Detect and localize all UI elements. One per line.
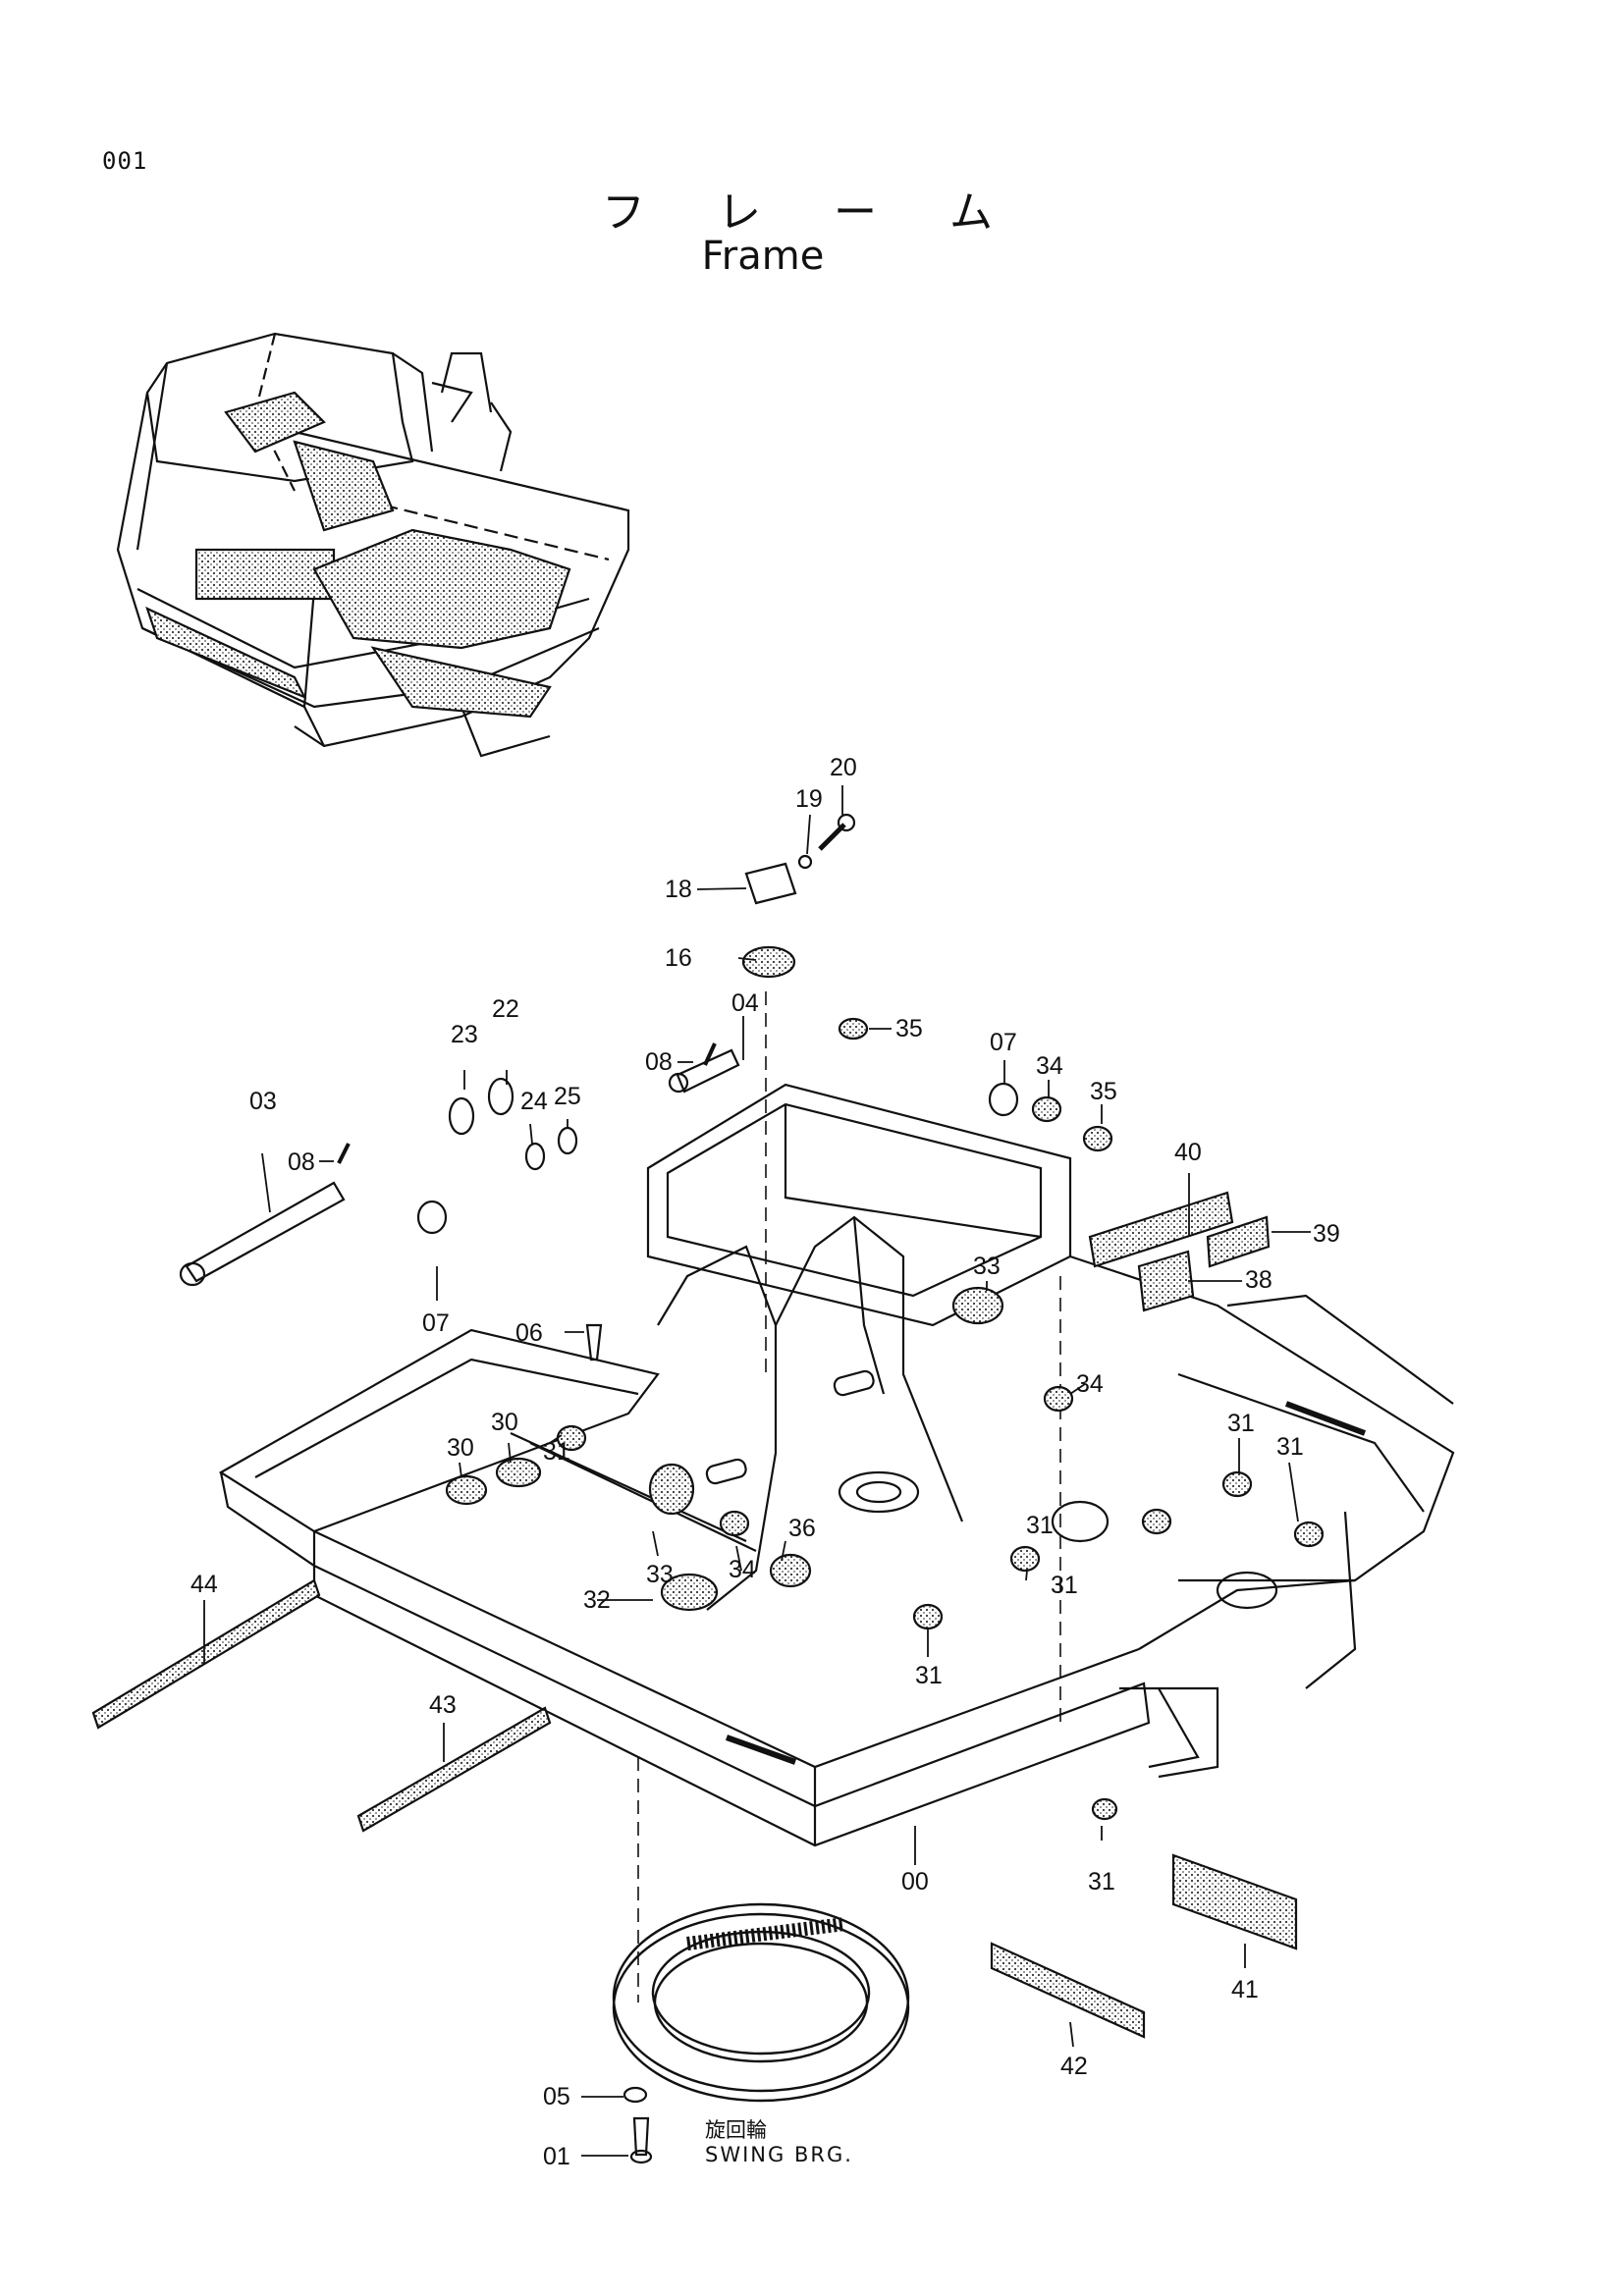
page-title-english: Frame <box>701 234 825 279</box>
callout-42: 42 <box>1060 2053 1088 2080</box>
callout-38: 38 <box>1245 1266 1272 1294</box>
swing-bearing-label-japanese: 旋回輪 <box>705 2118 767 2142</box>
callout-31-bottom: 31 <box>915 1662 943 1689</box>
callout-35-right: 35 <box>1090 1078 1117 1105</box>
callout-33-upper: 33 <box>973 1253 1001 1280</box>
swing-bearing-label-english: SWING BRG. <box>705 2143 853 2166</box>
callout-44: 44 <box>190 1571 218 1598</box>
callout-07-left: 07 <box>422 1309 450 1337</box>
callout-05: 05 <box>543 2083 570 2110</box>
callout-22: 22 <box>492 995 519 1023</box>
callout-23: 23 <box>451 1021 478 1048</box>
upper-frame-assembly <box>218 1083 1455 1847</box>
callout-31-right: 31 <box>1276 1433 1304 1461</box>
excavator-overview-illustration <box>116 332 630 758</box>
callout-34-mid: 34 <box>1076 1370 1104 1398</box>
callout-18: 18 <box>665 876 692 903</box>
callout-31-lower: 31 <box>1051 1572 1078 1599</box>
callout-07-right: 07 <box>990 1029 1017 1056</box>
callout-34-top: 34 <box>1036 1052 1063 1080</box>
swing-bearing <box>612 1902 910 2103</box>
callout-06: 06 <box>515 1319 543 1347</box>
callout-31-base: 31 <box>1088 1868 1115 1896</box>
callout-01: 01 <box>543 2143 570 2170</box>
callout-32: 32 <box>583 1586 611 1614</box>
callout-40: 40 <box>1174 1139 1202 1166</box>
callout-31-rear: 31 <box>1227 1410 1255 1437</box>
callout-03: 03 <box>249 1088 277 1115</box>
loose-parts <box>91 813 1325 2164</box>
callout-30-right: 30 <box>491 1409 518 1436</box>
callout-leader-lines <box>203 785 1311 2157</box>
callout-35-top: 35 <box>895 1015 923 1042</box>
callout-39: 39 <box>1313 1220 1340 1248</box>
callout-16: 16 <box>665 944 692 972</box>
callout-43: 43 <box>429 1691 457 1719</box>
callout-36: 36 <box>788 1515 816 1542</box>
callout-labels: 20 19 18 16 04 35 22 23 08 07 34 35 40 2… <box>190 754 1340 2170</box>
callout-31-left: 31 <box>543 1438 570 1466</box>
dashed-leader-lines <box>637 991 1061 2002</box>
callout-31-center: 31 <box>1026 1512 1054 1539</box>
callout-20: 20 <box>830 754 857 781</box>
callout-41: 41 <box>1231 1976 1259 2003</box>
callout-33-lower: 33 <box>646 1561 674 1588</box>
callout-34-lower: 34 <box>729 1556 756 1583</box>
callout-04: 04 <box>731 989 759 1017</box>
callout-08-left: 08 <box>288 1148 315 1176</box>
callout-19: 19 <box>795 785 823 813</box>
page-title-japanese: フ レ ー ム <box>602 187 1022 238</box>
callout-08-top: 08 <box>645 1048 673 1076</box>
callout-24: 24 <box>520 1088 548 1115</box>
page-number: 001 <box>102 147 148 175</box>
callout-30-left: 30 <box>447 1434 474 1462</box>
callout-00: 00 <box>901 1868 929 1896</box>
callout-25: 25 <box>554 1083 581 1110</box>
